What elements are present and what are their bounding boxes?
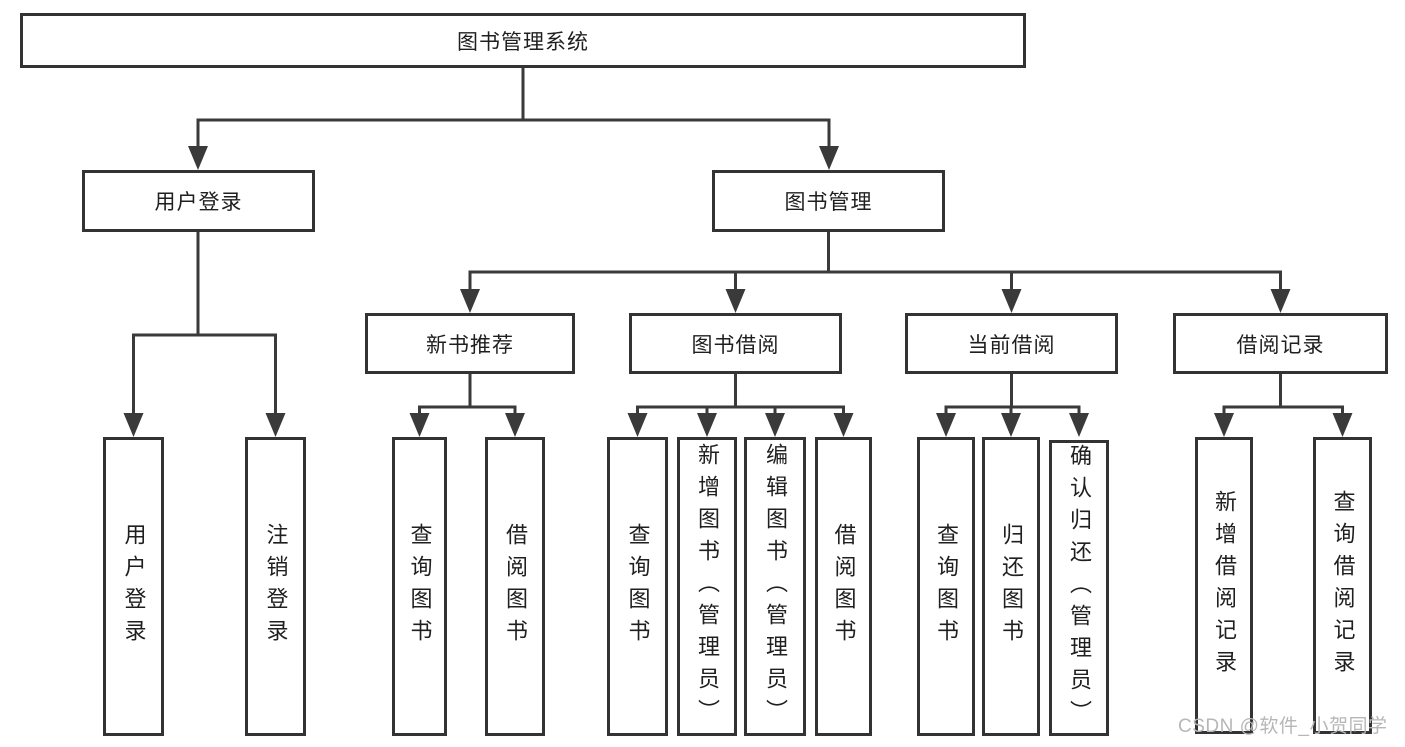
leaf-user-login: 用户登录 (103, 437, 164, 736)
node-borrowing-records-label: 借阅记录 (1236, 333, 1325, 357)
node-user-login-label: 用户登录 (154, 191, 243, 214)
leaf-current-return-books-label: 归还图书 (999, 522, 1024, 651)
leaf-records-query-record: 查询借阅记录 (1313, 437, 1372, 734)
node-current-borrowing: 当前借阅 (905, 313, 1118, 374)
leaf-records-query-record-label: 查询借阅记录 (1330, 489, 1356, 682)
leaf-user-login-label: 用户登录 (121, 522, 147, 651)
leaf-borrowing-borrow-books: 借阅图书 (815, 437, 872, 736)
csdn-watermark: CSDN @软件_小贺同学 (1178, 716, 1388, 737)
node-new-book-recommend: 新书推荐 (365, 313, 575, 374)
connector-borrowing-records-to-leaves (1214, 372, 1353, 437)
arrowhead (697, 413, 717, 437)
arrowhead (627, 413, 648, 437)
arrowhead (833, 413, 854, 437)
leaf-current-confirm-return-admin: 确认归还（管理员） (1049, 440, 1109, 736)
arrowhead (1214, 413, 1234, 437)
arrowhead (936, 413, 956, 437)
leaf-current-confirm-return-admin-label: 确认归还（管理员） (1067, 444, 1092, 732)
arrowhead (188, 146, 208, 170)
node-book-management: 图书管理 (712, 170, 945, 232)
leaf-recommend-borrow-books-label: 借阅图书 (503, 522, 528, 651)
leaf-logout: 注销登录 (245, 437, 306, 736)
arrowhead (1001, 413, 1021, 437)
arrowhead (765, 413, 785, 437)
leaf-borrowing-add-books-admin-label: 新增图书（管理员） (695, 442, 720, 731)
leaf-records-add-record: 新增借阅记录 (1195, 437, 1253, 734)
leaf-borrowing-edit-books-admin: 编辑图书（管理员） (744, 437, 806, 736)
leaf-borrowing-add-books-admin: 新增图书（管理员） (677, 437, 737, 736)
leaf-borrowing-borrow-books-label: 借阅图书 (831, 522, 857, 651)
leaf-records-add-record-label: 新增借阅记录 (1212, 489, 1237, 682)
node-book-borrowing-label: 图书借阅 (691, 333, 780, 357)
node-library-system: 图书管理系统 (20, 13, 1026, 68)
node-current-borrowing-label: 当前借阅 (967, 333, 1056, 357)
leaf-current-query-books-label: 查询图书 (934, 522, 959, 651)
connector-book-management-to-level3 (460, 230, 1291, 313)
node-book-borrowing: 图书借阅 (629, 313, 842, 374)
arrowhead (505, 413, 525, 437)
node-book-management-label: 图书管理 (784, 191, 873, 214)
arrowhead (1069, 413, 1089, 437)
node-new-book-recommend-label: 新书推荐 (426, 333, 514, 357)
leaf-recommend-borrow-books: 借阅图书 (485, 437, 545, 736)
leaf-current-return-books: 归还图书 (982, 437, 1040, 736)
arrowhead (460, 289, 480, 313)
connector-root-to-level2 (188, 66, 839, 170)
arrowhead (123, 413, 144, 437)
arrowhead (1001, 289, 1022, 313)
arrowhead (819, 146, 839, 170)
leaf-borrowing-edit-books-admin-label: 编辑图书（管理员） (763, 442, 788, 731)
arrowhead (409, 413, 430, 437)
leaf-recommend-query-books: 查询图书 (392, 437, 447, 736)
arrowhead (1332, 413, 1353, 437)
arrowhead (1270, 289, 1291, 313)
node-library-system-label: 图书管理系统 (457, 30, 589, 54)
leaf-borrowing-query-books: 查询图书 (607, 437, 668, 736)
connector-book-borrowing-to-leaves (627, 372, 854, 437)
arrowhead (725, 289, 746, 313)
leaf-logout-label: 注销登录 (263, 522, 289, 651)
leaf-current-query-books: 查询图书 (917, 437, 975, 736)
connector-new-book-recommend-to-leaves (409, 372, 525, 437)
connector-current-borrowing-to-leaves (936, 372, 1089, 437)
leaf-borrowing-query-books-label: 查询图书 (625, 522, 651, 651)
node-user-login: 用户登录 (82, 170, 315, 232)
connector-user-login-to-leaves (123, 230, 286, 437)
node-borrowing-records: 借阅记录 (1173, 313, 1388, 374)
leaf-recommend-query-books-label: 查询图书 (407, 522, 433, 651)
arrowhead (265, 413, 286, 437)
